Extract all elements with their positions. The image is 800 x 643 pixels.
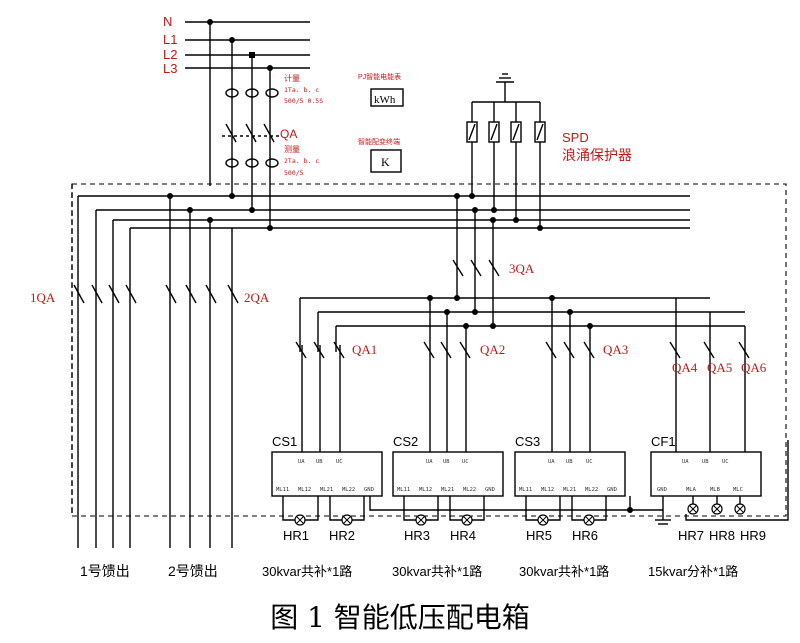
breaker-qa4: QA4 [672, 360, 698, 375]
compensation-label: 30kvar共补*1路 [262, 564, 352, 579]
terminal: UB [443, 459, 450, 465]
terminal: MLC [733, 487, 743, 493]
terminal: UB [316, 459, 323, 465]
lamp-label: HR8 [709, 528, 735, 543]
spd-code: SPD [562, 130, 589, 145]
terminal: ML11 [276, 487, 289, 493]
terminal: GND [364, 487, 374, 493]
breaker-1qa: 1QA [30, 290, 56, 305]
energy-meter-title: PJ智能电能表 [358, 72, 401, 81]
breaker-2qa: 2QA [244, 290, 270, 305]
bus-label-l1: L1 [163, 32, 177, 47]
terminal: ML12 [298, 487, 311, 493]
terminal: ML12 [541, 487, 554, 493]
compensation-label: 15kvar分补*1路 [648, 564, 738, 579]
breaker-qa3: QA3 [603, 342, 628, 357]
terminal: UB [702, 459, 709, 465]
lamp-label: HR7 [678, 528, 704, 543]
terminal: MLA [686, 487, 697, 493]
terminal: ML11 [519, 487, 532, 493]
feeder-label: 1号馈出 [80, 563, 130, 579]
module-name: CS1 [272, 434, 297, 449]
lamp-label: HR5 [526, 528, 552, 543]
main-breaker-label: QA [280, 127, 297, 141]
terminal: GND [485, 487, 495, 493]
bus-label-l3: L3 [163, 61, 177, 76]
terminal: GND [657, 487, 667, 493]
terminal: ML22 [342, 487, 355, 493]
terminal: UA [426, 459, 433, 465]
lamp-label: HR4 [450, 528, 476, 543]
module-name: CS3 [515, 434, 540, 449]
terminal: ML21 [563, 487, 576, 493]
terminal: MLB [710, 487, 721, 493]
meter-spec2: 500/5 0.5S [284, 97, 323, 105]
bus-label-l2: L2 [163, 47, 177, 62]
lamp-label: HR9 [740, 528, 766, 543]
figure-caption: 图 1 智能低压配电箱 [270, 601, 530, 634]
terminal: UC [462, 459, 469, 465]
energy-meter-symbol: kWh [374, 94, 396, 106]
meter-spec1: 1Ta. b. c [284, 86, 319, 94]
terminal: GND [607, 487, 617, 493]
measure-spec2: 500/5 [284, 169, 304, 177]
terminal: ML22 [585, 487, 598, 493]
breaker-qa5: QA5 [707, 360, 732, 375]
feeder-label: 2号馈出 [168, 563, 218, 579]
terminal: UC [586, 459, 593, 465]
terminal: ML21 [320, 487, 333, 493]
controller-symbol: K [381, 155, 390, 169]
lamp-label: HR6 [572, 528, 598, 543]
terminal: ML11 [397, 487, 410, 493]
breaker-qa1: QA1 [352, 342, 377, 357]
terminal: UC [336, 459, 343, 465]
breaker-qa2: QA2 [480, 342, 505, 357]
terminal: UA [548, 459, 555, 465]
breaker-qa6: QA6 [741, 360, 767, 375]
lamp-label: HR2 [329, 528, 355, 543]
measure-title: 测量 [284, 145, 300, 154]
spd-name: 浪涌保护器 [562, 147, 632, 163]
bus-label-n: N [163, 14, 172, 29]
lamp-label: HR3 [404, 528, 430, 543]
lamp-label: HR1 [283, 528, 309, 543]
compensation-label: 30kvar共补*1路 [392, 564, 482, 579]
terminal: ML21 [441, 487, 454, 493]
terminal: UC [722, 459, 729, 465]
terminal: ML22 [463, 487, 476, 493]
module-name: CS2 [393, 434, 418, 449]
controller-title: 智能配变终端 [358, 137, 400, 146]
breaker-3qa: 3QA [509, 261, 535, 276]
terminal: UA [682, 459, 689, 465]
measure-spec1: 2Ta. b. c [284, 157, 319, 165]
terminal: ML12 [419, 487, 432, 493]
meter-title: 计量 [284, 73, 300, 83]
module-name: CF1 [651, 434, 676, 449]
wiring-diagram: N L1 L2 L3 计量 1Ta. b. c 500/5 0.5S 测量 2T… [30, 14, 789, 579]
terminal: UB [566, 459, 573, 465]
terminal: UA [298, 459, 305, 465]
compensation-label: 30kvar共补*1路 [519, 564, 609, 579]
